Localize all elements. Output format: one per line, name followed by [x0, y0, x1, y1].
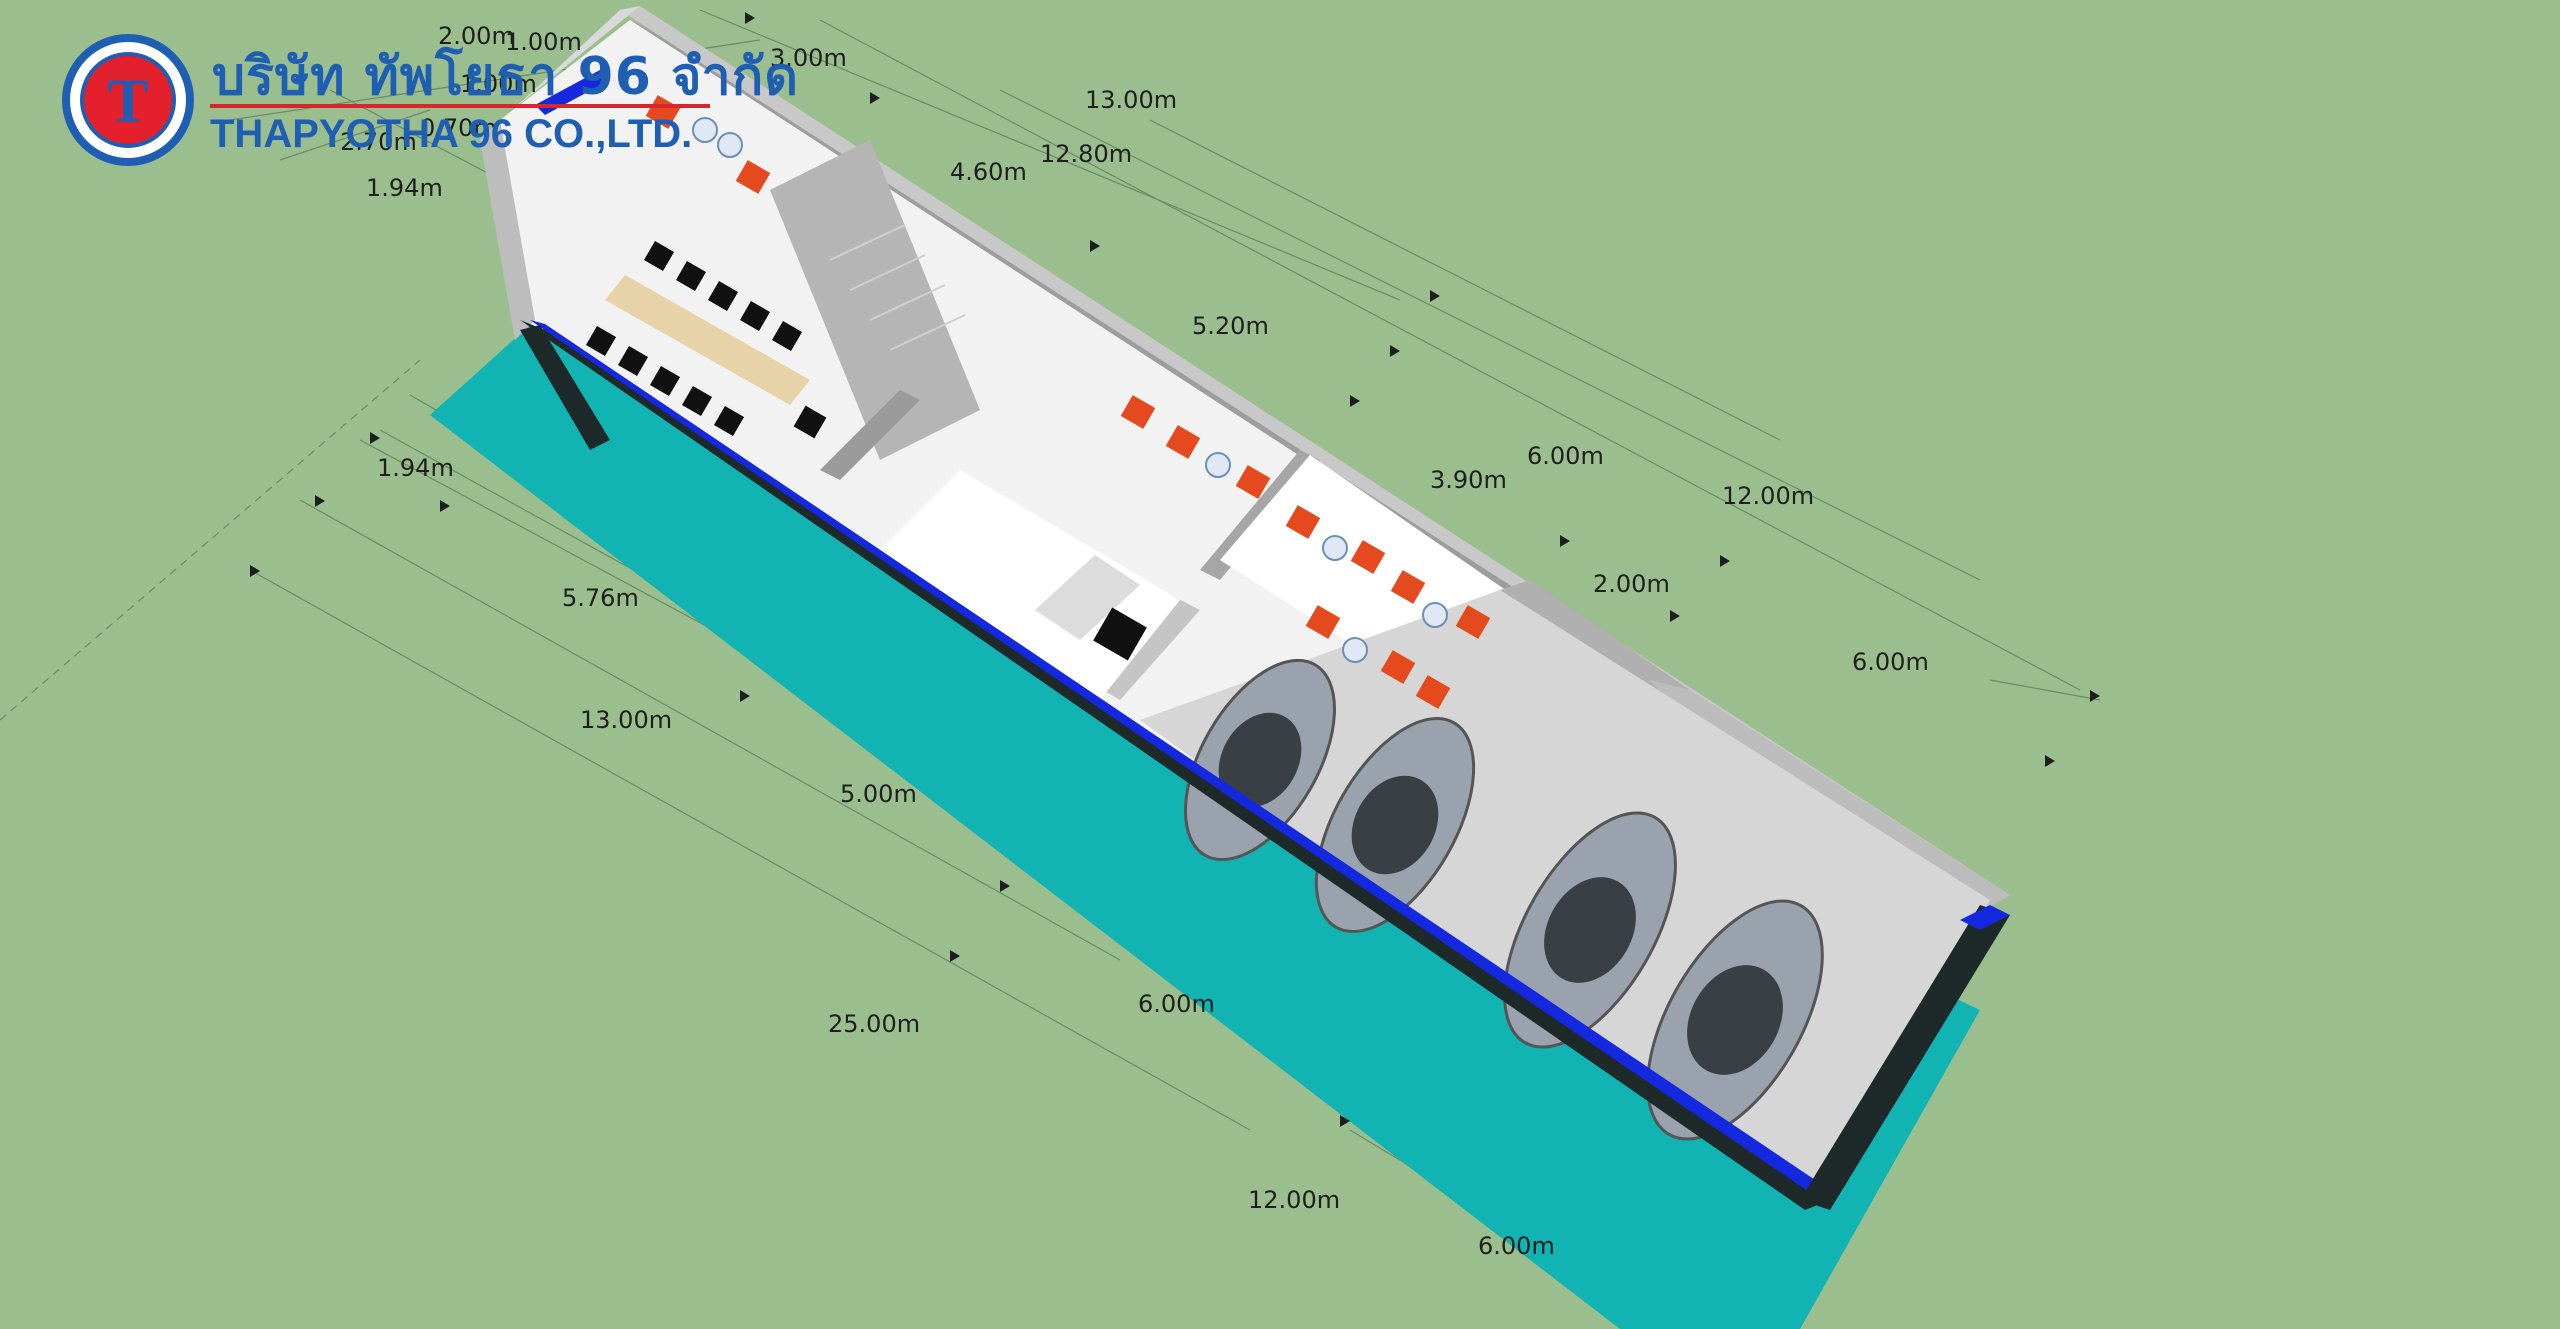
dimension-label: 6.00m	[1478, 1232, 1555, 1260]
dimension-label: 1.00m	[505, 28, 582, 56]
dimension-label: 12.00m	[1722, 482, 1814, 510]
staircase-steps	[829, 224, 966, 351]
front-accent-stripe	[530, 320, 1830, 1196]
right-end-glass	[1800, 905, 2010, 1210]
logo-divider	[210, 104, 710, 108]
left-front-panel	[520, 325, 610, 450]
staircase-wall	[770, 140, 980, 460]
dimension-label: 1.94m	[377, 454, 454, 482]
meeting-chairs	[585, 240, 827, 439]
dimension-label: 1.00m	[460, 70, 537, 98]
dimension-label: 2.00m	[438, 22, 515, 50]
dimension-label: 4.60m	[950, 158, 1027, 186]
left-end-wall	[480, 120, 535, 340]
dimension-label: 0.70m	[420, 114, 497, 142]
dimension-ticks	[250, 12, 2100, 1127]
office-chair	[1093, 607, 1147, 661]
dimension-label: 2.00m	[1593, 570, 1670, 598]
dimension-label: 1.94m	[366, 174, 443, 202]
dimension-label: 12.80m	[1040, 140, 1132, 168]
front-glass-facade	[520, 320, 1830, 1210]
dimension-label: 3.00m	[770, 44, 847, 72]
meeting-room-partition	[820, 390, 920, 480]
parked-car	[1184, 658, 1336, 862]
company-name-thai: บริษัท ทัพโยธา 96 จำกัด	[212, 47, 799, 107]
dimension-label: 2.70m	[340, 128, 417, 156]
dimension-label: 13.00m	[1085, 86, 1177, 114]
logo-letter: T	[107, 68, 148, 136]
parked-car	[1646, 899, 1824, 1141]
parked-car	[1503, 811, 1677, 1049]
office-desk	[1035, 555, 1140, 640]
dimension-label: 5.20m	[1192, 312, 1269, 340]
dimension-label: 6.00m	[1527, 442, 1604, 470]
dimension-label: 6.00m	[1852, 648, 1929, 676]
entrance-lounge-chairs	[645, 95, 1491, 709]
dimension-label: 5.00m	[840, 780, 917, 808]
company-name-english: THAPYOTHA 96 CO.,LTD.	[210, 112, 693, 156]
top-left-accent	[535, 70, 610, 115]
dimension-label: 3.90m	[1430, 466, 1507, 494]
dimension-label: 6.00m	[1138, 990, 1215, 1018]
company-logo: T บริษัท ทัพโยธา 96 จำกัด THAPYOTHA 96 C…	[62, 34, 798, 174]
meeting-table	[605, 275, 810, 405]
dimension-label: 12.00m	[1248, 1186, 1340, 1214]
lounge-tables	[692, 117, 1448, 663]
dimension-label: 5.76m	[562, 584, 639, 612]
dimension-label: 13.00m	[580, 706, 672, 734]
company-emblem-icon: T	[62, 34, 194, 166]
right-end-accent	[1960, 905, 2010, 930]
dimension-label: 25.00m	[828, 1010, 920, 1038]
